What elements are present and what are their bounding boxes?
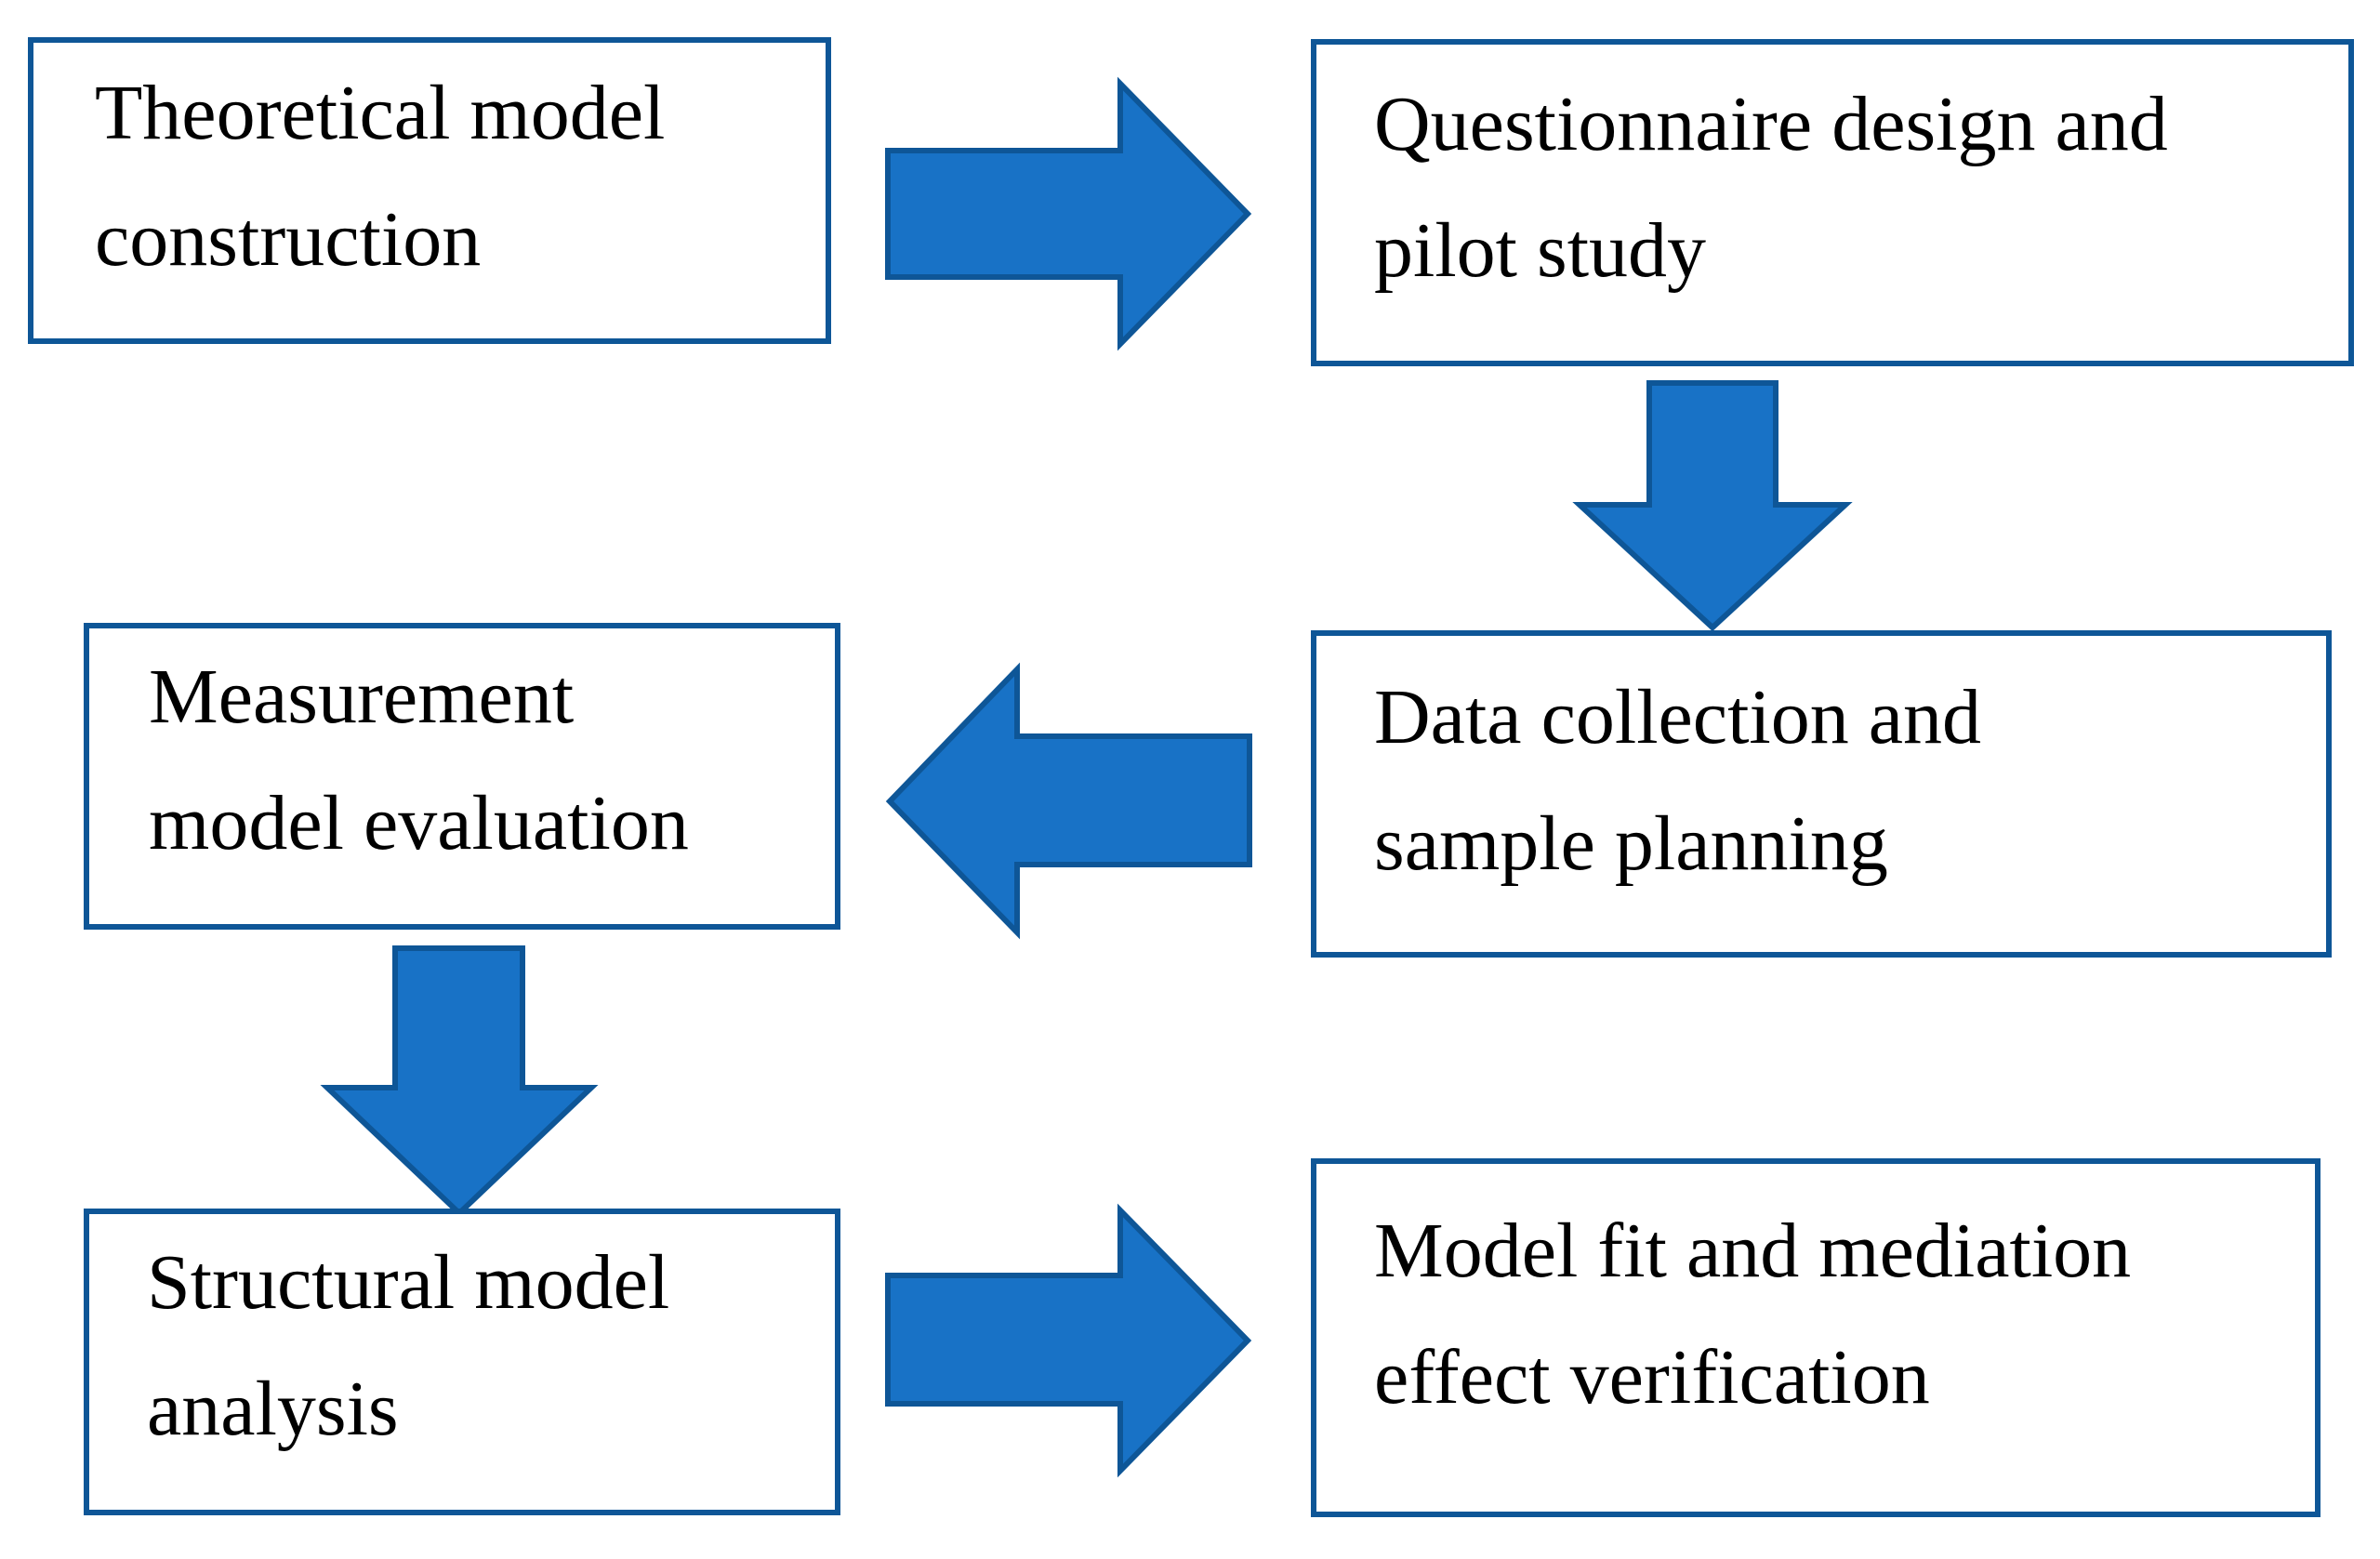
step-label-line2: model evaluation xyxy=(149,780,689,866)
step-label: Theoretical model construction xyxy=(95,50,665,303)
step-label: Model fit and mediation effect verificat… xyxy=(1374,1188,2131,1441)
step-label-line1: Structural model xyxy=(147,1239,670,1326)
step-label-line1: Theoretical model xyxy=(95,70,666,156)
step-label: Questionnaire design and pilot study xyxy=(1374,61,2168,314)
arrow-down-step4-to-step5 xyxy=(320,945,599,1218)
step-label-line2: effect verification xyxy=(1374,1334,1930,1420)
step-label-line1: Data collection and xyxy=(1374,674,1982,760)
arrow-down-step2-to-step3 xyxy=(1572,380,1853,632)
step-label-line1: Questionnaire design and xyxy=(1374,81,2168,167)
arrow-right-step1-to-step2 xyxy=(885,76,1252,351)
step-box-theoretical-model: Theoretical model construction xyxy=(28,37,831,344)
step-box-measurement-model: Measurement model evaluation xyxy=(84,623,840,930)
step-label-line2: sample planning xyxy=(1374,800,1888,887)
step-label-line1: Measurement xyxy=(149,654,575,740)
step-label: Measurement model evaluation xyxy=(149,634,689,887)
arrow-left-step3-to-step4 xyxy=(885,662,1252,940)
step-box-questionnaire-design: Questionnaire design and pilot study xyxy=(1311,39,2354,366)
step-label-line2: pilot study xyxy=(1374,207,1707,294)
step-label-line2: construction xyxy=(95,196,482,283)
arrow-right-step5-to-step6 xyxy=(885,1203,1252,1478)
step-label-line1: Model fit and mediation xyxy=(1374,1208,2132,1294)
step-label-line2: analysis xyxy=(147,1366,399,1452)
step-box-structural-model: Structural model analysis xyxy=(84,1209,840,1515)
step-box-data-collection: Data collection and sample planning xyxy=(1311,630,2332,958)
step-label: Data collection and sample planning xyxy=(1374,654,1981,907)
step-label: Structural model analysis xyxy=(147,1220,669,1473)
step-box-model-fit: Model fit and mediation effect verificat… xyxy=(1311,1158,2320,1517)
